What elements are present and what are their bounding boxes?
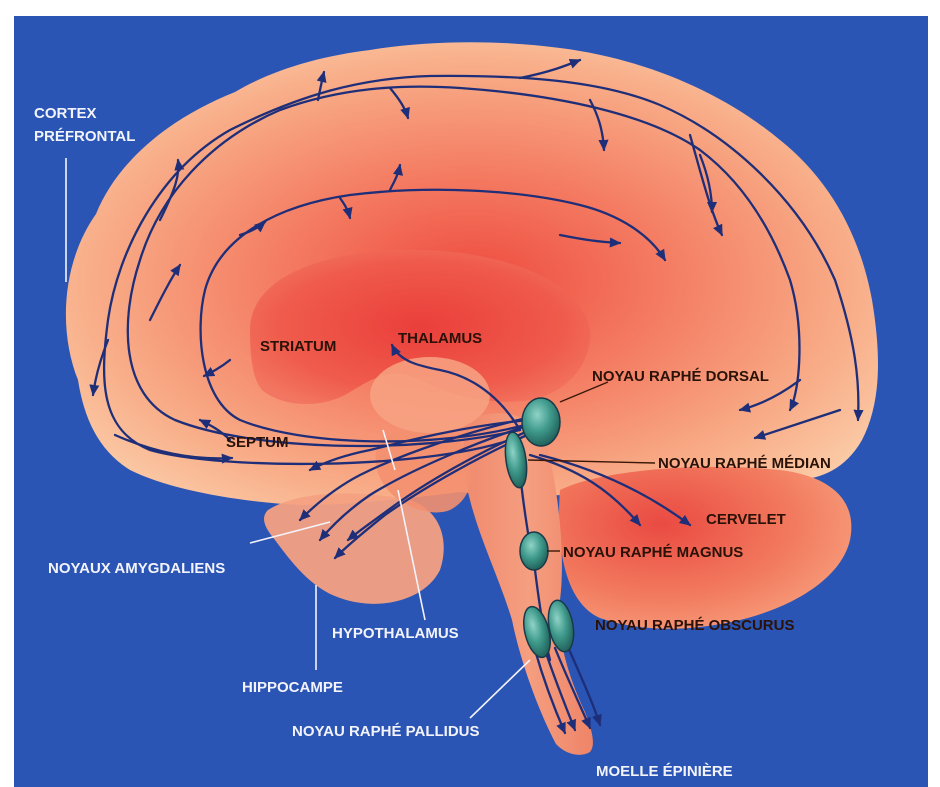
label-cervelet: CERVELET bbox=[706, 511, 786, 528]
label-raphe-dorsal: NOYAU RAPHÉ DORSAL bbox=[592, 368, 769, 385]
label-amygdala: NOYAUX AMYGDALIENS bbox=[48, 560, 225, 577]
label-striatum: STRIATUM bbox=[260, 338, 336, 355]
label-hippocampe: HIPPOCAMPE bbox=[242, 679, 343, 696]
label-cortex-line1: CORTEX bbox=[34, 105, 97, 122]
label-moelle: MOELLE ÉPINIÈRE bbox=[596, 763, 733, 780]
label-raphe-median: NOYAU RAPHÉ MÉDIAN bbox=[658, 455, 831, 472]
label-thalamus: THALAMUS bbox=[398, 330, 482, 347]
label-raphe-obscurus: NOYAU RAPHÉ OBSCURUS bbox=[595, 617, 794, 634]
label-raphe-pallidus: NOYAU RAPHÉ PALLIDUS bbox=[292, 723, 480, 740]
label-septum: SEPTUM bbox=[226, 434, 289, 451]
label-cortex-line2: PRÉFRONTAL bbox=[34, 128, 135, 145]
nucleus-raphe-magnus bbox=[520, 532, 548, 570]
label-hypothalamus: HYPOTHALAMUS bbox=[332, 625, 459, 642]
label-raphe-magnus: NOYAU RAPHÉ MAGNUS bbox=[563, 544, 743, 561]
nucleus-raphe-dorsal bbox=[522, 398, 560, 446]
temporal-lobe bbox=[264, 493, 444, 603]
